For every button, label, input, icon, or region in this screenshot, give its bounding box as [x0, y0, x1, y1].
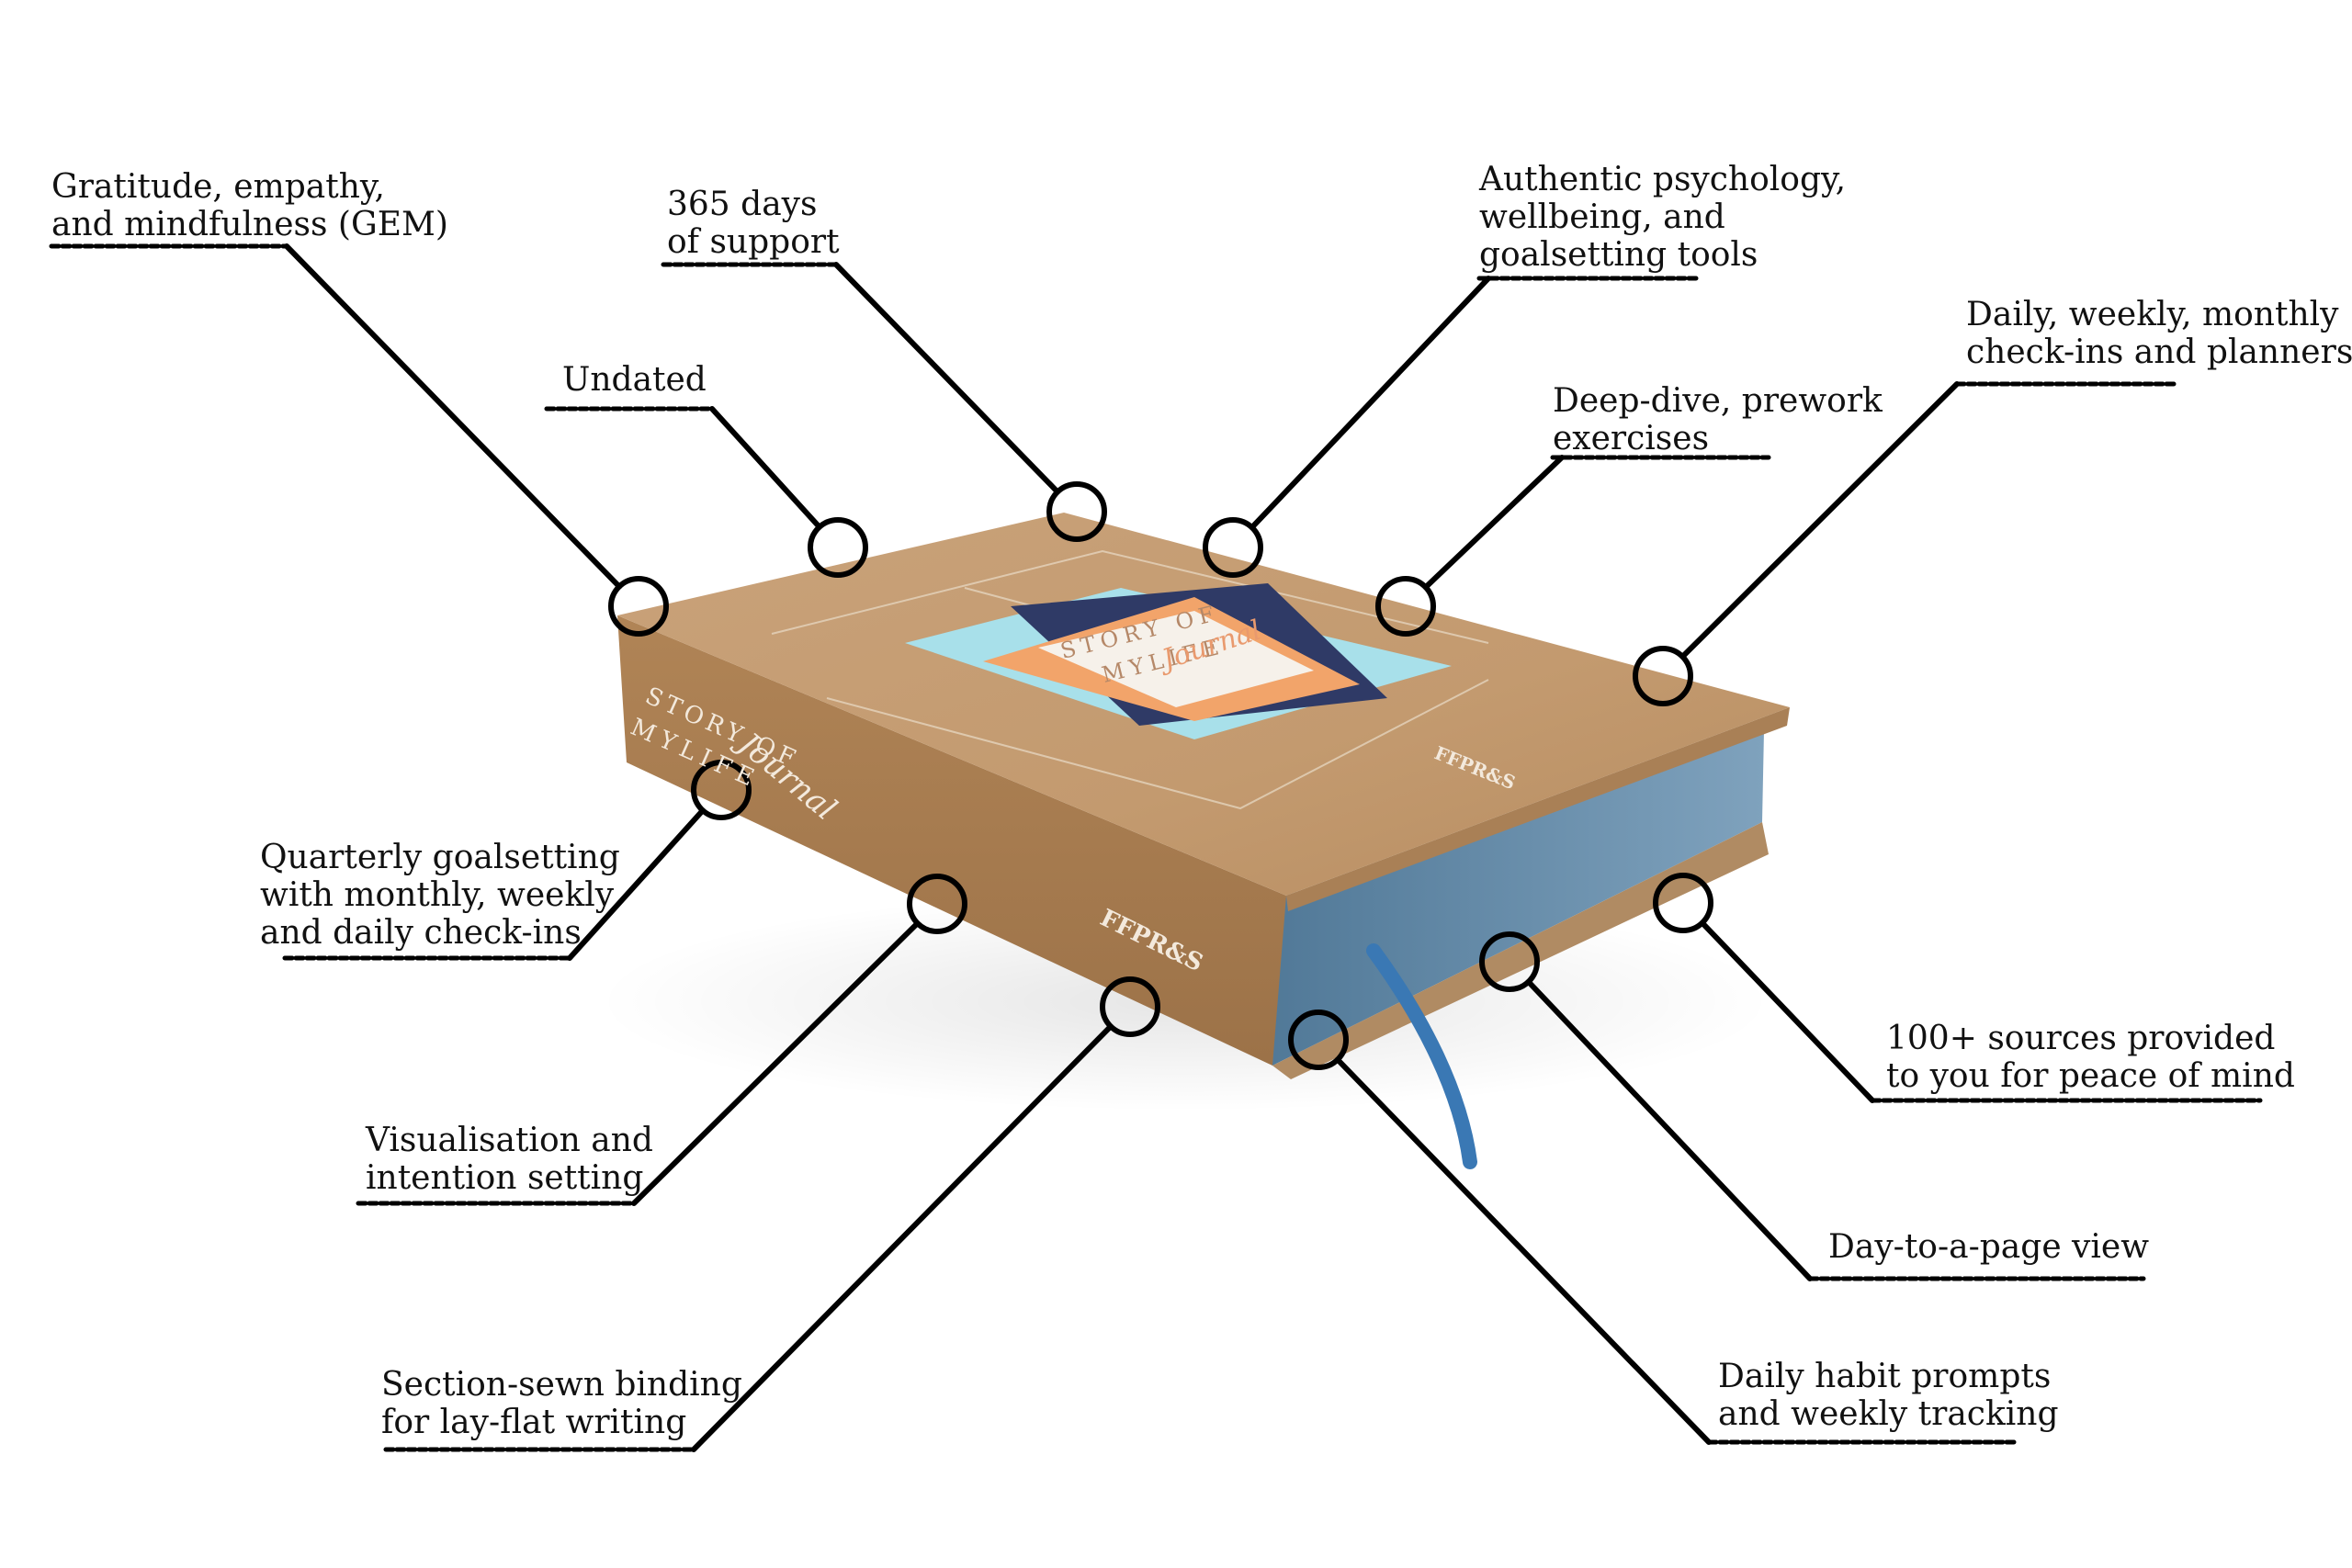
leader-daypage [1525, 978, 1813, 1281]
callout-binding-line1: Section-sewn binding [381, 1366, 742, 1404]
callout-checkins: Daily, weekly, monthly check-ins and pla… [1966, 296, 2352, 371]
leader-undated [709, 406, 822, 530]
callout-quarterly-line1: Quarterly goalsetting [260, 839, 620, 876]
callout-habits: Daily habit prompts and weekly tracking [1718, 1358, 2059, 1433]
callout-support-line2: of support [667, 223, 840, 261]
marker-circle-gem [608, 576, 669, 637]
callout-gem: Gratitude, empathy, and mindfulness (GEM… [51, 168, 448, 243]
callout-gem-line1: Gratitude, empathy, [51, 168, 385, 206]
marker-circle-deepdive [1375, 576, 1436, 637]
callout-gem-line2: and mindfulness (GEM) [51, 206, 448, 243]
callout-binding-line2: for lay-flat writing [381, 1404, 687, 1441]
callout-checkins-line1: Daily, weekly, monthly [1966, 296, 2339, 333]
callout-checkins-line2: check-ins and planners [1966, 333, 2352, 371]
cover-edge [1286, 707, 1790, 911]
callout-deepdive-line1: Deep-dive, prework [1553, 382, 1883, 420]
callout-psychology-line2: wellbeing, and [1479, 198, 1725, 236]
book-spine [617, 615, 1286, 1066]
callout-psychology-line3: goalsetting tools [1479, 236, 1758, 274]
leader-binding [691, 1023, 1114, 1452]
leader-quarterly [567, 807, 706, 961]
callout-quarterly-line3: and daily check-ins [260, 914, 582, 952]
callout-visualisation: Visualisation and intention setting [366, 1122, 653, 1197]
cover-emblem [905, 583, 1452, 739]
callout-daypage-line1: Day-to-a-page view [1828, 1228, 2150, 1266]
marker-circle-binding [1100, 976, 1160, 1037]
callout-sources-line2: to you for peace of mind [1886, 1057, 2295, 1095]
back-cover-edge [1272, 822, 1769, 1079]
leader-deepdive [1422, 455, 1565, 591]
page-block [1250, 730, 1764, 1066]
leader-lines [49, 243, 2263, 1452]
callout-habits-line2: and weekly tracking [1718, 1395, 2059, 1433]
marker-circle-undated [808, 517, 868, 578]
callout-support: 365 days of support [667, 186, 840, 261]
marker-circle-habits [1288, 1010, 1349, 1070]
ribbon-bookmark [1366, 943, 1477, 1169]
callout-daypage: Day-to-a-page view [1828, 1228, 2149, 1266]
callout-binding: Section-sewn binding for lay-flat writin… [381, 1366, 742, 1441]
leader-checkins [1679, 381, 1960, 660]
callout-habits-line1: Daily habit prompts [1718, 1358, 2052, 1395]
callout-deepdive: Deep-dive, prework exercises [1553, 382, 1883, 457]
callout-sources: 100+ sources provided to you for peace o… [1886, 1020, 2295, 1095]
leader-visualisation [631, 920, 921, 1206]
marker-circle-support [1046, 481, 1107, 542]
callout-sources-line1: 100+ sources provided [1886, 1020, 2276, 1057]
callout-quarterly: Quarterly goalsetting with monthly, week… [260, 839, 620, 952]
callout-support-line1: 365 days [667, 186, 818, 223]
callout-psychology: Authentic psychology, wellbeing, and goa… [1479, 161, 1846, 274]
marker-circle-quarterly [691, 760, 752, 820]
leader-habits [1334, 1056, 1712, 1445]
marker-circle-daypage [1479, 931, 1540, 992]
marker-circle-sources [1653, 873, 1713, 933]
leader-support [833, 262, 1061, 495]
leader-gem [284, 243, 623, 590]
callout-visualisation-line2: intention setting [366, 1159, 644, 1197]
callout-undated: Undated [562, 361, 707, 399]
leader-sources [1699, 919, 1875, 1103]
callout-psychology-line1: Authentic psychology, [1479, 161, 1847, 198]
callout-quarterly-line2: with monthly, weekly [260, 876, 615, 914]
leader-psychology [1249, 276, 1491, 531]
callout-deepdive-line2: exercises [1553, 420, 1710, 457]
marker-circle-psychology [1203, 517, 1263, 578]
marker-circle-visualisation [907, 874, 967, 934]
marker-circle-checkins [1633, 646, 1693, 706]
callout-undated-line1: Undated [562, 361, 707, 399]
callout-visualisation-line1: Visualisation and [366, 1122, 653, 1159]
